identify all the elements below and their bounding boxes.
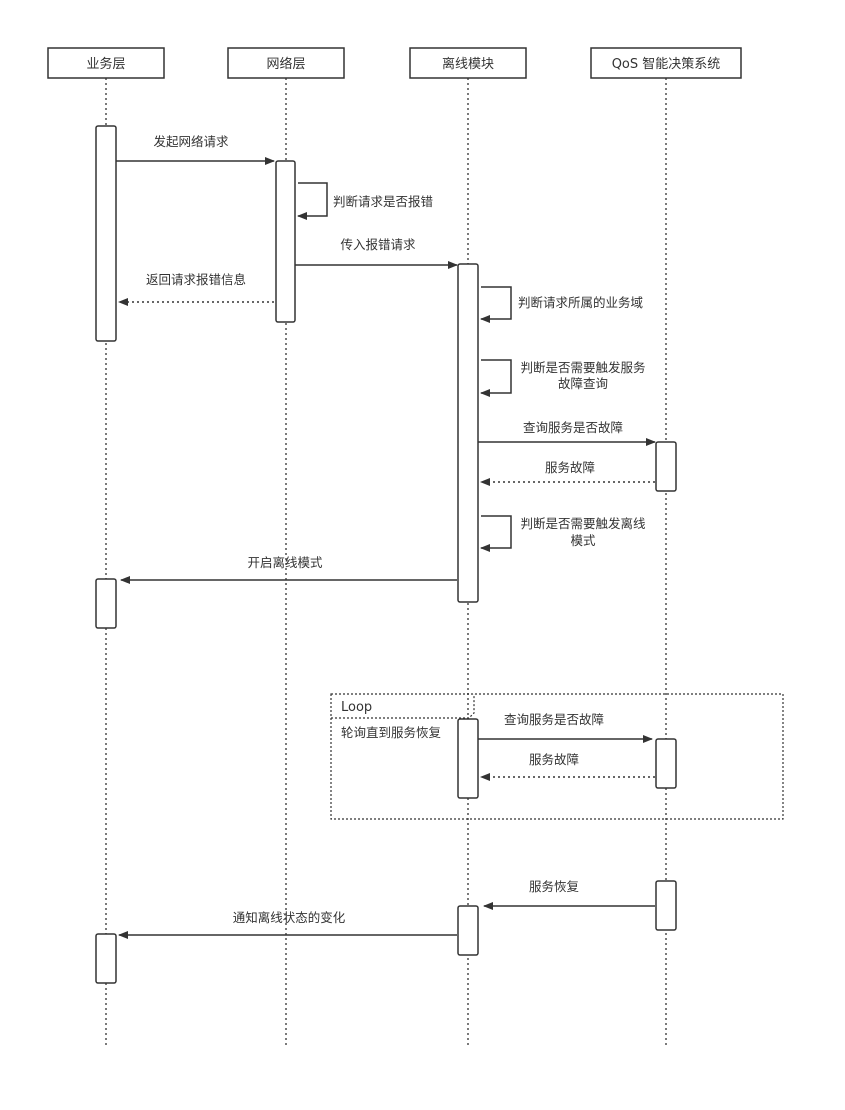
message-enable-offline-mode: 开启离线模式 bbox=[120, 555, 457, 584]
self-message-check-request-error: 判断请求是否报错 bbox=[297, 182, 433, 220]
participant-qos: QoS 智能决策系统 bbox=[590, 47, 742, 79]
participant-business-label: 业务层 bbox=[86, 56, 125, 72]
message-label: 查询服务是否故障 bbox=[523, 420, 623, 435]
message-label: 判断请求是否报错 bbox=[333, 194, 433, 209]
message-service-recovered: 服务恢复 bbox=[483, 879, 655, 910]
activation-bar bbox=[655, 880, 677, 931]
activation-bar bbox=[457, 905, 479, 956]
message-query-service-fault: 查询服务是否故障 bbox=[478, 420, 656, 446]
message-loop-service-fault-reply: 服务故障 bbox=[480, 752, 655, 781]
participant-business: 业务层 bbox=[47, 47, 165, 79]
activation-bar bbox=[457, 263, 479, 603]
message-label: 发起网络请求 bbox=[153, 134, 229, 149]
message-label: 判断是否需要触发离线 bbox=[520, 516, 646, 531]
message-send-network-request: 发起网络请求 bbox=[116, 134, 275, 165]
message-label: 返回请求报错信息 bbox=[146, 272, 246, 287]
message-service-fault-reply: 服务故障 bbox=[480, 460, 655, 486]
message-label: 服务故障 bbox=[529, 752, 579, 767]
activation-bar bbox=[95, 578, 117, 629]
message-loop-query-service-fault: 查询服务是否故障 bbox=[478, 712, 653, 743]
activation-bar bbox=[655, 441, 677, 492]
message-label: 传入报错请求 bbox=[340, 237, 416, 252]
activation-bar bbox=[655, 738, 677, 789]
message-label: 查询服务是否故障 bbox=[504, 712, 604, 727]
loop-frame: Loop 轮询直到服务恢复 bbox=[330, 693, 784, 820]
message-label: 模式 bbox=[570, 533, 596, 548]
message-pass-error-request: 传入报错请求 bbox=[295, 237, 458, 269]
participant-network-label: 网络层 bbox=[266, 56, 305, 72]
message-label: 故障查询 bbox=[558, 376, 608, 391]
loop-condition: 轮询直到服务恢复 bbox=[341, 725, 442, 740]
self-message-check-trigger-fault-query: 判断是否需要触发服务 故障查询 bbox=[480, 359, 646, 397]
loop-keyword: Loop bbox=[341, 700, 372, 715]
participant-qos-label: QoS 智能决策系统 bbox=[612, 56, 721, 72]
participant-offline: 离线模块 bbox=[409, 47, 527, 79]
participant-offline-label: 离线模块 bbox=[442, 56, 494, 72]
self-message-check-business-domain: 判断请求所属的业务域 bbox=[480, 286, 643, 323]
message-label: 服务恢复 bbox=[529, 879, 580, 894]
activation-bar bbox=[95, 933, 117, 984]
message-label: 通知离线状态的变化 bbox=[233, 910, 346, 925]
activation-bar bbox=[457, 718, 479, 799]
message-return-error-info: 返回请求报错信息 bbox=[118, 272, 274, 306]
self-message-check-trigger-offline-mode: 判断是否需要触发离线 模式 bbox=[480, 515, 646, 552]
message-label: 服务故障 bbox=[545, 460, 595, 475]
message-label: 开启离线模式 bbox=[247, 555, 323, 570]
activation-bar bbox=[275, 160, 296, 323]
message-label: 判断是否需要触发服务 bbox=[520, 360, 645, 375]
participant-network: 网络层 bbox=[227, 47, 345, 79]
message-label: 判断请求所属的业务域 bbox=[518, 295, 643, 310]
message-notify-offline-status-change: 通知离线状态的变化 bbox=[118, 910, 457, 939]
activation-bar bbox=[95, 125, 117, 342]
